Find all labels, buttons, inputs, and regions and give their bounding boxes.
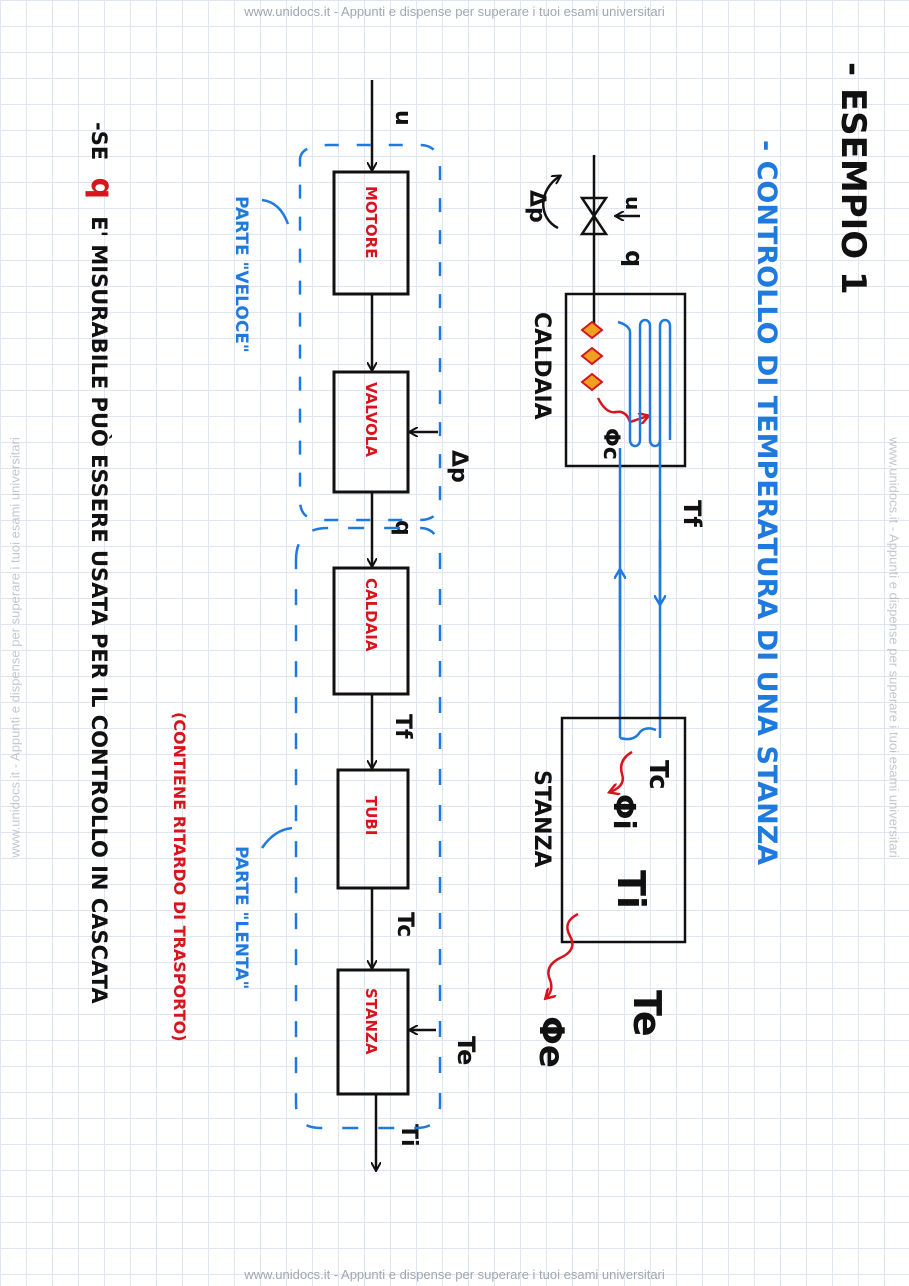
signal-tc: Tc xyxy=(392,912,417,937)
subtitle-controllo: - CONTROLLO DI TEMPERATURA DI UNA STANZA xyxy=(751,140,782,865)
cascade-note-q: q xyxy=(84,178,119,199)
boiler-box xyxy=(564,292,687,468)
room-temp-ti: Ti xyxy=(609,870,653,909)
diagram-input-u: u xyxy=(390,110,415,126)
block-tubi-label: TUBI xyxy=(362,796,380,835)
signal-q: q xyxy=(390,520,415,536)
ext-temp-te: Te xyxy=(625,990,669,1037)
valve-delta-p: Δp xyxy=(524,190,549,223)
diagram-output-ti: Ti xyxy=(396,1124,421,1147)
transport-delay-note: (CONTIENE RITARDO DI TRASPORTO) xyxy=(170,712,189,1042)
plant-flow-q: q xyxy=(620,250,648,267)
room-flow-phi-i: Φi xyxy=(606,794,641,830)
cascade-note-rest: E' MISURABILE PUÒ ESSERE USATA PER IL CO… xyxy=(87,216,112,1004)
block-caldaia-label: CALDAIA xyxy=(362,578,380,652)
cascade-note-prefix: -SE xyxy=(87,122,111,160)
signal-tf: Tf xyxy=(390,714,415,739)
slow-group-outline xyxy=(294,526,442,1130)
title-esempio: - ESEMPIO 1 xyxy=(833,62,873,295)
room-label: STANZA xyxy=(529,770,554,868)
temp-tc: Tc xyxy=(643,760,673,790)
block-stanza-label: STANZA xyxy=(362,988,380,1055)
slow-part-label: PARTE "LENTA" xyxy=(231,846,251,989)
valve-icon xyxy=(579,196,609,236)
watermark-bottom: www.unidocs.it - Appunti e dispense per … xyxy=(244,1267,665,1282)
fast-group-outline xyxy=(298,143,442,522)
coil xyxy=(617,318,672,448)
plant-input-u: u xyxy=(621,196,645,210)
diagram-delta-p: Δp xyxy=(446,450,471,483)
plant-sketch: Δp u q CALDAIA Φc Tf STANZA Tc Φi Ti xyxy=(524,155,706,1068)
ext-flow-phi-e: Φe xyxy=(531,1016,571,1068)
cascade-note: -SE q E' MISURABILE PUÒ ESSERE USATA PER… xyxy=(84,122,119,1004)
temp-tf: Tf xyxy=(678,500,706,527)
room-box xyxy=(560,716,687,944)
flame-icon xyxy=(580,320,604,392)
block-motore-label: MOTORE xyxy=(362,186,380,258)
fast-part-label: PARTE "VELOCE" xyxy=(231,196,251,353)
boiler-label: CALDAIA xyxy=(529,312,554,420)
block-diagram: u MOTORE VALVOLA Δp q CALDAIA Tf TUBI Tc… xyxy=(231,80,480,1170)
diagram-te: Te xyxy=(452,1036,480,1065)
block-valvola-label: VALVOLA xyxy=(362,382,380,457)
watermark-top: www.unidocs.it - Appunti e dispense per … xyxy=(244,4,665,19)
